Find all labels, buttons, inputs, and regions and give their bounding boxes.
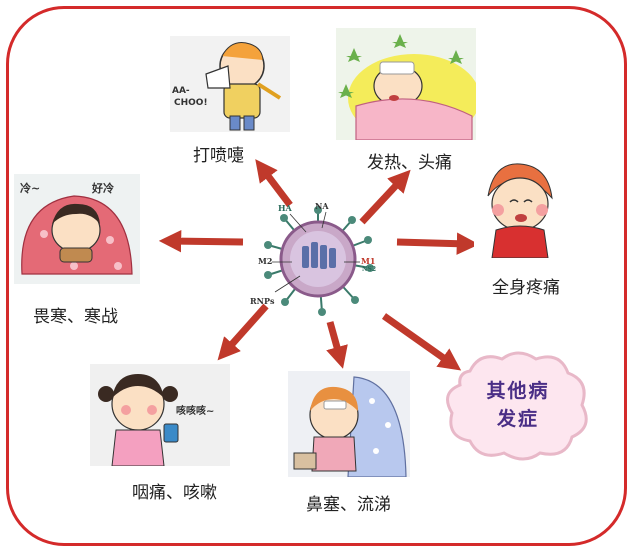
symptom-body-ache: 全身疼痛 [492, 278, 560, 298]
symptom-sneeze: 打喷嚏 [193, 146, 244, 166]
chills-illustration: 冷~ 好冷 [14, 174, 140, 284]
label-m2: M2 [258, 256, 273, 266]
cough-illustration: 咳咳咳~ [90, 364, 230, 466]
arrow-to-chills [158, 229, 244, 253]
label-ns2: NS2 [362, 266, 376, 273]
arrow-to-throat [217, 303, 269, 361]
arrow-to-nasal [326, 321, 348, 369]
label-rnps: RNPs [250, 296, 275, 306]
arrow-to-fever [359, 169, 411, 225]
complication-text: 其他病 发症 [470, 377, 566, 433]
label-na: NA [315, 201, 329, 211]
complication-line-1: 其他病 [486, 380, 550, 402]
cough-sound-text: 咳咳咳~ [176, 406, 215, 417]
body-ache-illustration [474, 158, 562, 258]
arrow-to-complication [381, 313, 462, 371]
complication-line-2: 发症 [496, 408, 539, 430]
arrow-to-sneeze [255, 159, 293, 208]
influenza-virus-illustration [264, 206, 374, 316]
sneeze-sound-text: AA- [172, 86, 190, 96]
sneeze-illustration: AA- CHOO! [170, 36, 290, 132]
nasal-congestion-illustration [288, 371, 410, 477]
arrows-layer [158, 159, 480, 371]
cold-text-1: 冷~ [20, 182, 41, 195]
arrow-to-body-ache [396, 232, 480, 255]
sneeze-sound-text-2: CHOO! [174, 98, 208, 108]
label-m1: M1 [361, 256, 376, 266]
symptom-nasal: 鼻塞、流涕 [306, 495, 391, 515]
symptom-throat-cough: 咽痛、咳嗽 [132, 483, 217, 503]
symptom-fever-headache: 发热、头痛 [367, 153, 452, 173]
cold-text-2: 好冷 [92, 182, 114, 195]
symptom-chills: 畏寒、寒战 [33, 307, 118, 327]
fever-illustration [336, 28, 476, 140]
label-ha: HA [278, 203, 292, 213]
complication-cloud [446, 351, 588, 461]
